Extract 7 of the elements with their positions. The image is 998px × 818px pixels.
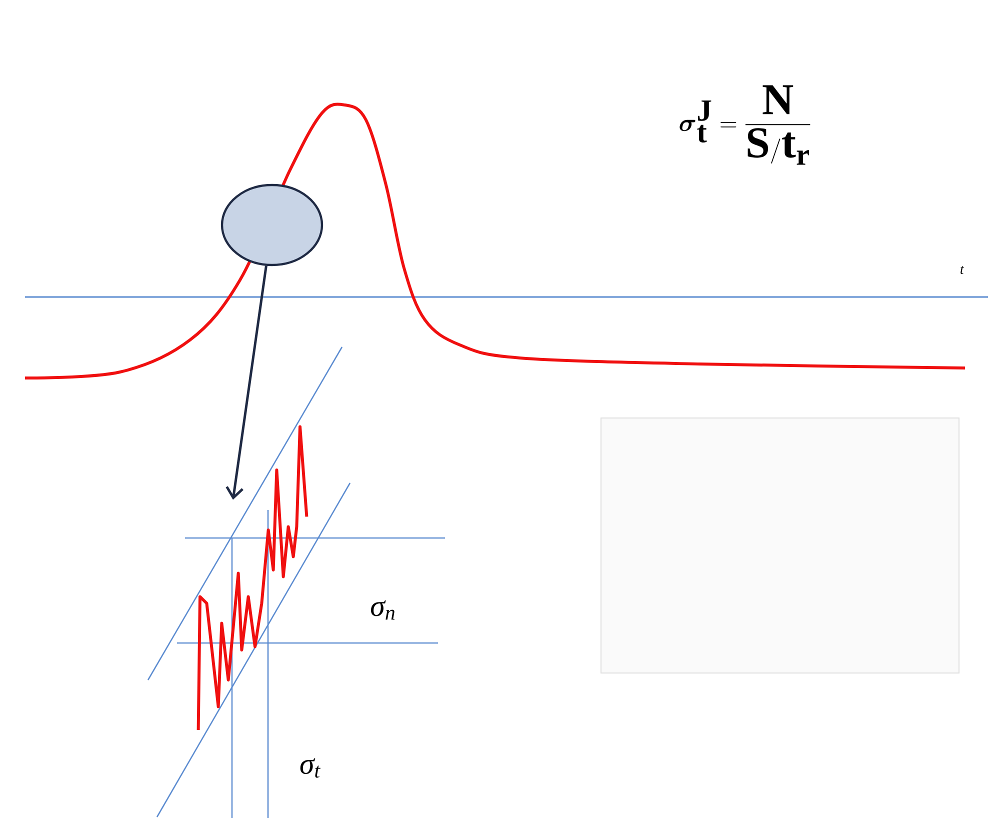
axis-label: t [960, 266, 964, 274]
stress-detail-drawing [147, 346, 445, 818]
formula: $\boldsymbol{\sigma}_{\mathbf{t}}^{\mathbf{J}} = \frac{\mathbf{N}}{\mathbf{S/t}_{\mathbf{r}}}$ [680, 85, 810, 165]
stress-label: σ$_{t}$ [300, 758, 320, 778]
stress-label: σ$_{n}$ [371, 600, 395, 620]
arrow [226, 266, 268, 500]
selection-ellipse [220, 184, 324, 266]
